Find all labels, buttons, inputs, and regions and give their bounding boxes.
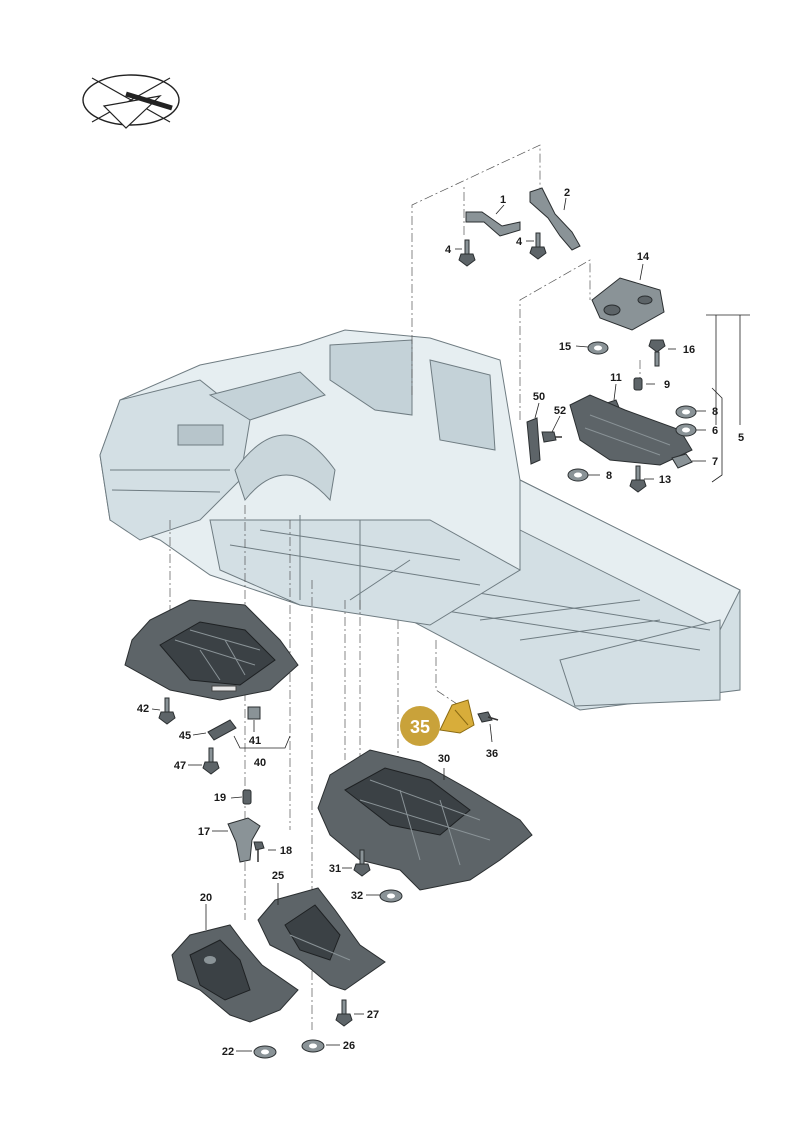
bolt-16 [648,339,666,367]
clip-41 [247,706,261,720]
screw-36 [477,711,499,723]
label-36: 36 [486,748,498,760]
label-32: 32 [351,890,363,902]
label-7: 7 [712,456,718,468]
label-4a: 4 [445,244,452,256]
clip-7 [671,453,693,469]
bolt-31 [353,849,371,877]
bolt-27 [335,999,353,1027]
trim-50 [526,417,541,465]
washer-15 [587,341,609,355]
washer-8a [675,405,697,419]
underbody-shield-30 [317,749,533,891]
label-20: 20 [200,892,212,904]
bracket-45 [207,719,237,741]
label-15: 15 [559,341,571,353]
bracket-1 [465,211,521,237]
part-labels: 1 2 4 4 14 15 16 11 9 50 52 8 6 5 7 8 13… [137,187,744,1058]
screw-52 [541,431,562,443]
label-47: 47 [174,760,186,772]
screw-18 [253,841,265,862]
label-16: 16 [683,344,695,356]
bracket-40-lines [233,735,291,749]
nut-9 [633,377,643,391]
washer-6 [675,423,697,437]
underbody-shield-5 [569,394,693,466]
label-45: 45 [179,730,191,742]
label-41: 41 [249,735,261,747]
bolt-4a [458,239,476,267]
label-18: 18 [280,845,292,857]
highlight-label-35: 35 [410,717,430,737]
label-26: 26 [343,1040,355,1052]
label-52: 52 [554,405,566,417]
label-13: 13 [659,474,671,486]
washer-26 [301,1039,325,1053]
label-25: 25 [272,870,284,882]
underbody-shield-20 [171,924,299,1023]
leader-lines [151,197,750,1052]
label-22: 22 [222,1046,234,1058]
bolt-4b [529,232,547,260]
label-17: 17 [198,826,210,838]
label-14: 14 [637,251,650,263]
label-9: 9 [664,379,670,391]
label-8a: 8 [712,406,718,418]
nut-19 [242,789,252,805]
label-30: 30 [438,753,450,765]
label-42: 42 [137,703,149,715]
bracket-17 [227,817,261,863]
view-direction-icon [82,74,180,129]
bolt-47 [202,747,220,775]
mount-14 [591,277,665,331]
bolt-13 [629,465,647,493]
label-19: 19 [214,792,226,804]
underbody-panel-40 [124,599,299,701]
label-40: 40 [254,757,266,769]
washer-32 [379,889,403,903]
label-27: 27 [367,1009,379,1021]
highlight-callout-35: 35 [400,706,440,746]
label-11: 11 [610,372,622,384]
label-4b: 4 [516,236,523,248]
label-5: 5 [738,432,744,444]
label-2: 2 [564,187,570,199]
washer-22 [253,1045,277,1059]
label-31: 31 [329,863,341,875]
label-6: 6 [712,425,718,437]
vehicle-body [99,329,741,711]
underbody-shield-25 [257,887,386,991]
label-1: 1 [500,194,506,206]
bolt-42 [158,697,176,725]
washer-8b [567,468,589,482]
bracket-35 [439,699,475,734]
label-8b: 8 [606,470,612,482]
bracket-2 [529,187,581,251]
label-50: 50 [533,391,545,403]
